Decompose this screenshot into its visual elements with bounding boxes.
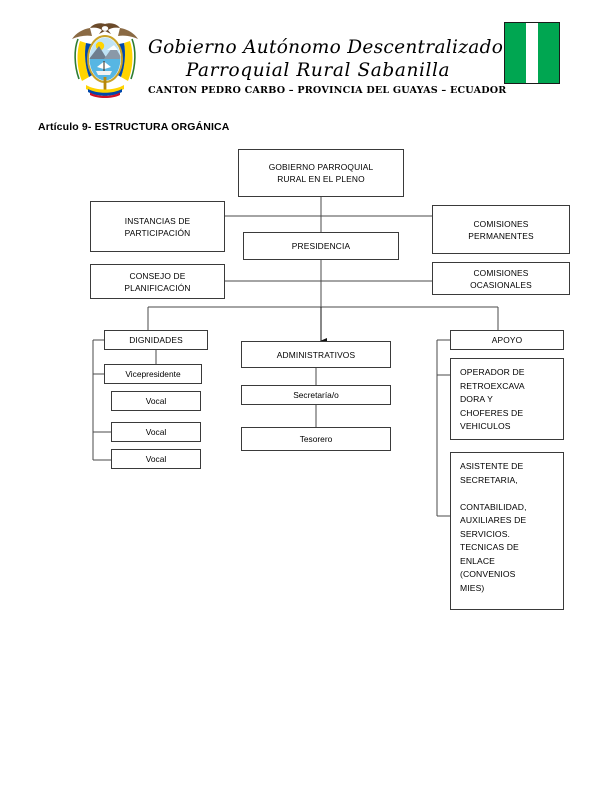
node-operador-retroexcavadora[interactable]: OPERADOR DE RETROEXCAVA DORA Y CHOFERES … [450, 358, 564, 440]
coat-of-arms-icon [66, 19, 144, 107]
node-secretaria[interactable]: Secretaría/o [241, 385, 391, 405]
node-vocal-3[interactable]: Vocal [111, 449, 201, 469]
node-instancias-de-participacion[interactable]: INSTANCIAS DE PARTICIPACIÓN [90, 201, 225, 252]
flag-stripe-center [525, 23, 539, 83]
node-consejo-de-planificacion[interactable]: CONSEJO DE PLANIFICACIÓN [90, 264, 225, 299]
node-tesorero[interactable]: Tesorero [241, 427, 391, 451]
flag-stripe-left [505, 23, 526, 83]
flag-stripe-right [538, 23, 559, 83]
title-line-1: Gobierno Autónomo Descentralizado [148, 37, 504, 58]
node-comisiones-ocasionales[interactable]: COMISIONES OCASIONALES [432, 262, 570, 295]
page-title: Artículo 9- ESTRUCTURA ORGÁNICA [38, 121, 230, 133]
node-gobierno-parroquial-rural-en-el-pleno[interactable]: GOBIERNO PARROQUIAL RURAL EN EL PLENO [238, 149, 404, 197]
letterhead: Gobierno Autónomo Descentralizado Parroq… [0, 0, 612, 112]
node-asistente-secretaria[interactable]: ASISTENTE DE SECRETARIA, CONTABILIDAD, A… [450, 452, 564, 610]
node-administrativos[interactable]: ADMINISTRATIVOS [241, 341, 391, 368]
node-dignidades[interactable]: DIGNIDADES [104, 330, 208, 350]
node-vocal-2[interactable]: Vocal [111, 422, 201, 442]
parish-flag-icon [504, 22, 560, 84]
title-line-2: Parroquial Rural Sabanilla [185, 60, 451, 81]
title-subtitle: CANTON PEDRO CARBO – PROVINCIA DEL GUAYA… [148, 85, 507, 96]
node-comisiones-permanentes[interactable]: COMISIONES PERMANENTES [432, 205, 570, 254]
node-vocal-1[interactable]: Vocal [111, 391, 201, 411]
node-apoyo[interactable]: APOYO [450, 330, 564, 350]
node-vicepresidente[interactable]: Vicepresidente [104, 364, 202, 384]
node-presidencia[interactable]: PRESIDENCIA [243, 232, 399, 260]
organization-title: Gobierno Autónomo Descentralizado Parroq… [148, 36, 507, 96]
